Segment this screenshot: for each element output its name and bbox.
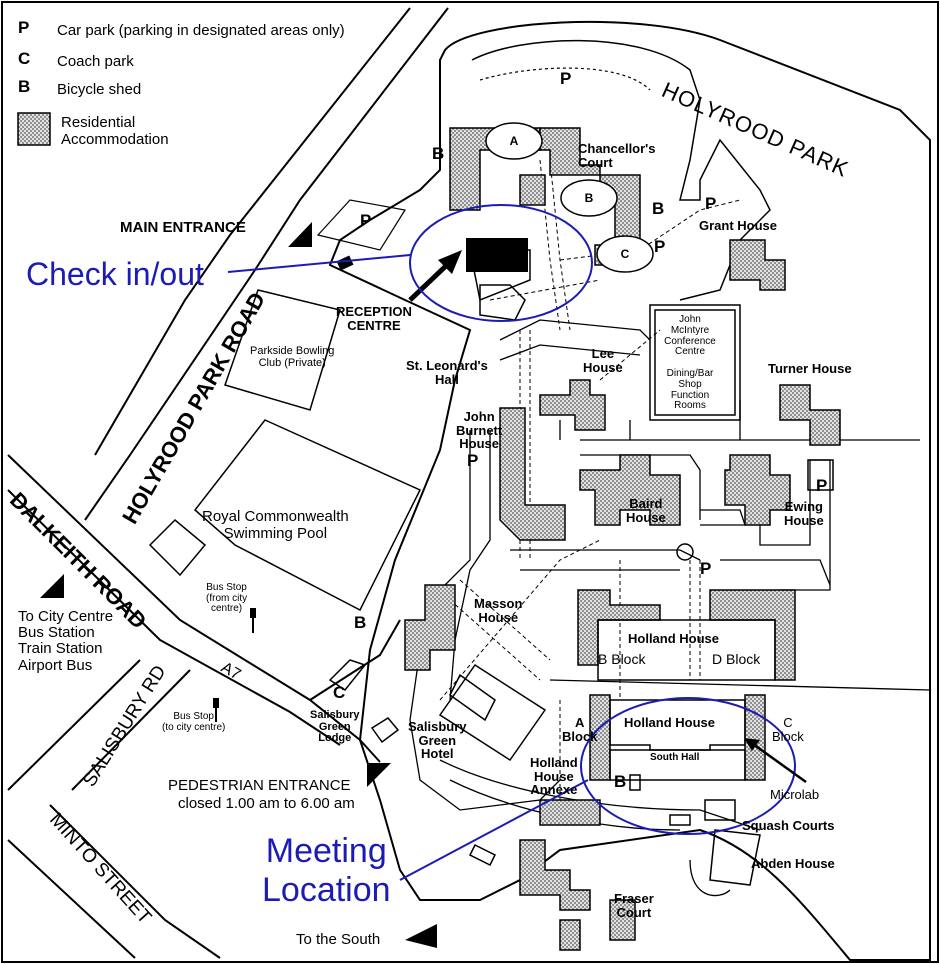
check-in-out-annotation: Check in/out xyxy=(26,256,204,292)
chancellors-b-marker xyxy=(560,179,618,217)
pedestrian-entrance-label: PEDESTRIAN ENTRANCE xyxy=(168,777,351,794)
abden-house-label: Abden House xyxy=(751,856,835,871)
bus-stop-icon xyxy=(250,608,256,633)
bus-stop-to-label: Bus Stop (to city centre) xyxy=(162,711,226,733)
ewing-house-label: Ewing House xyxy=(784,499,824,528)
coach-park-marker: C xyxy=(333,683,346,702)
car-park-marker: P xyxy=(360,211,372,230)
salisbury-green-hotel-label: Salisbury Green Hotel xyxy=(408,719,467,762)
d-block-label: D Block xyxy=(712,651,761,667)
meeting-location-annotation: Meeting Location xyxy=(262,832,391,910)
john-burnett-house-label: John Burnett House xyxy=(456,409,503,452)
chancellors-c-letter: C xyxy=(620,247,630,261)
baird-house-label: Baird House xyxy=(626,496,666,525)
bicycle-shed-marker: B xyxy=(652,199,665,218)
st-leonards-hall-label: St. Leonard's Hall xyxy=(406,358,488,387)
chancellors-a-marker xyxy=(485,122,543,160)
microlab-label: Microlab xyxy=(770,787,820,802)
chancellors-b-letter: B xyxy=(584,191,594,205)
legend-key-p: P xyxy=(18,18,30,37)
swimming-pool-label: Royal Commonwealth Swimming Pool xyxy=(202,508,349,543)
legend-residential-swatch xyxy=(17,112,51,146)
bicycle-shed-marker: B xyxy=(432,144,445,163)
residential-buildings xyxy=(17,112,841,951)
check-in-ellipse xyxy=(409,204,593,322)
car-park-marker: P xyxy=(705,194,717,213)
legend-text-car-park: Car park (parking in designated areas on… xyxy=(57,22,345,39)
south-hall-label: South Hall xyxy=(650,752,700,763)
campus-boundary xyxy=(328,20,931,961)
pedestrian-entrance-hours: closed 1.00 am to 6.00 am xyxy=(178,795,355,812)
holland-house-south-label: Holland House xyxy=(624,715,716,730)
bicycle-shed-marker: B xyxy=(614,772,627,791)
legend-key-c: C xyxy=(18,49,31,68)
microlab-arrow-icon xyxy=(744,738,807,784)
reception-building xyxy=(466,238,528,272)
car-park-marker: P xyxy=(654,237,666,256)
masson-house-label: Masson House xyxy=(474,596,523,625)
bicycle-shed-marker: B xyxy=(354,613,367,632)
car-park-marker: P xyxy=(467,451,479,470)
legend-key-b: B xyxy=(18,77,31,96)
bus-stop-icon xyxy=(213,698,219,722)
legend-text-residential: Residential Accommodation xyxy=(61,114,169,148)
chancellors-a-letter: A xyxy=(509,134,519,148)
direction-arrow-icon xyxy=(405,924,437,948)
b-block-label: B Block xyxy=(598,651,646,667)
meeting-ellipse xyxy=(580,697,796,835)
entrance-arrow-icon xyxy=(288,222,312,247)
bus-stop-from-label: Bus Stop (from city centre) xyxy=(206,582,248,614)
c-block-label: C Block xyxy=(772,715,804,744)
meeting-leader-line xyxy=(399,779,589,881)
chancellors-court-label: Chancellor's Court xyxy=(578,141,656,170)
car-park-marker: P xyxy=(560,69,572,88)
a-block-label: A Block xyxy=(562,715,598,744)
holland-house-label: Holland House xyxy=(628,631,720,646)
parkside-bowling-label: Parkside Bowling Club (Private) xyxy=(250,345,335,369)
grant-house-label: Grant House xyxy=(699,218,778,233)
to-the-south-label: To the South xyxy=(296,931,381,948)
annotation-overlays xyxy=(227,204,796,881)
roads xyxy=(7,7,449,959)
holland-house-annexe-label: Holland House Annexe xyxy=(530,755,578,798)
to-city-centre-label: To City Centre Bus Station Train Station… xyxy=(18,608,114,674)
check-in-leader-line xyxy=(227,254,411,273)
car-park-marker: P xyxy=(700,559,712,578)
salisbury-green-lodge-label: Salisbury Green Lodge xyxy=(310,709,360,745)
john-mcintyre-centre-label: John McIntyre Conference Centre Dining/B… xyxy=(664,314,716,412)
turner-house-label: Turner House xyxy=(768,361,852,376)
legend-text-bicycle-shed: Bicycle shed xyxy=(57,81,142,98)
main-entrance-label: MAIN ENTRANCE xyxy=(120,219,246,236)
reception-arrow-icon xyxy=(408,250,462,302)
lee-house-label: Lee House xyxy=(583,346,623,375)
car-park-marker: P xyxy=(816,476,828,495)
direction-arrow-icon xyxy=(40,574,64,598)
fraser-court-label: Fraser Court xyxy=(614,891,654,920)
legend-text-coach-park: Coach park xyxy=(57,53,134,70)
entrance-arrow-icon xyxy=(367,763,391,787)
reception-centre-label: RECEPTION CENTRE xyxy=(336,304,412,333)
squash-courts-label: Squash Courts xyxy=(742,818,835,833)
chancellors-c-marker xyxy=(596,235,654,273)
other-buildings xyxy=(148,249,834,886)
